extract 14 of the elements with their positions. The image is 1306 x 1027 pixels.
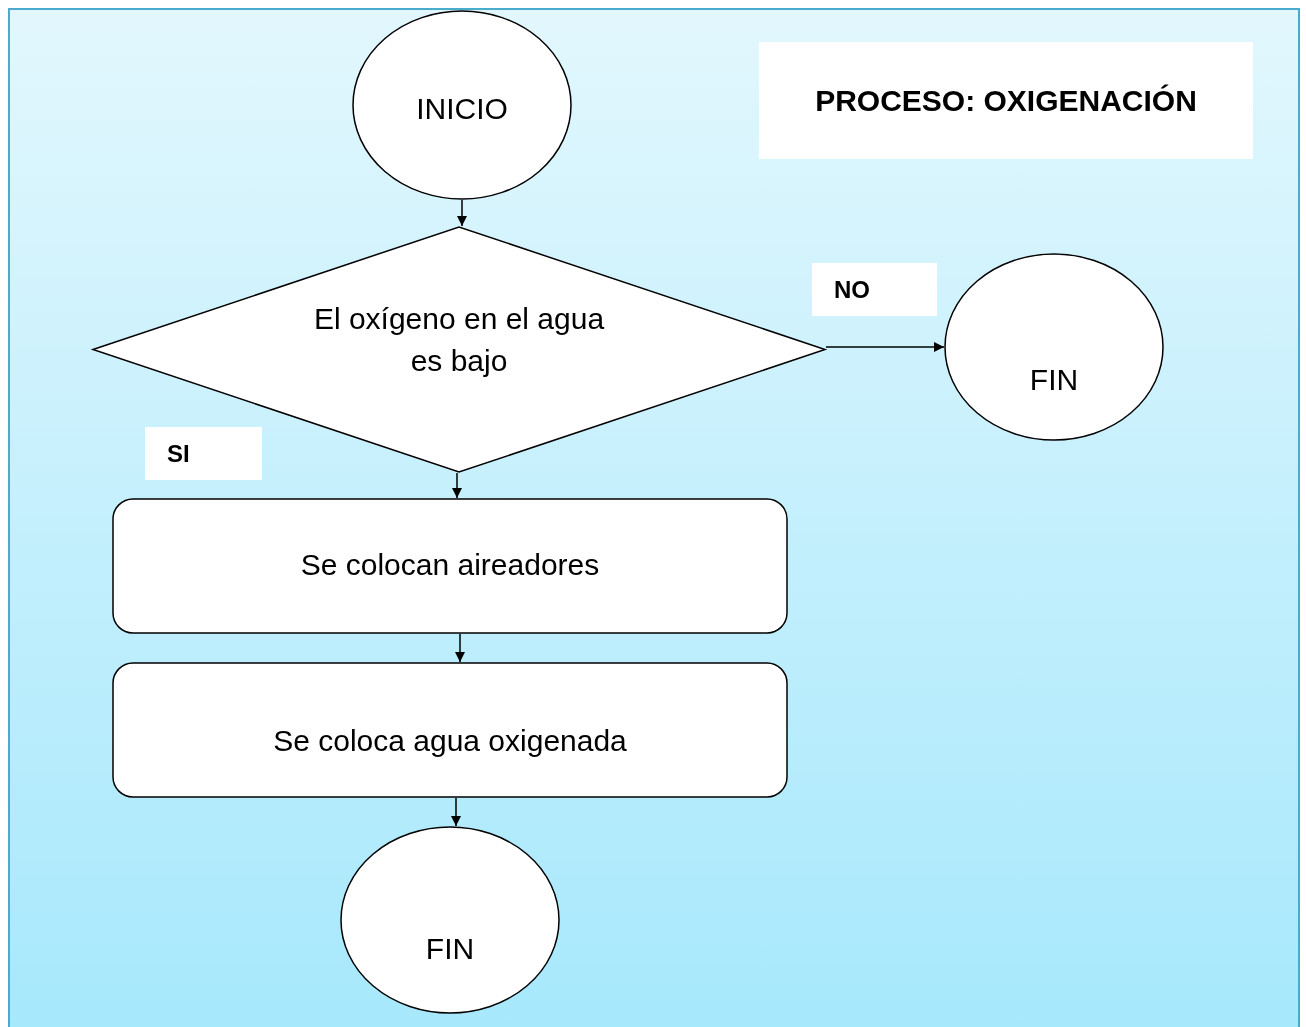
- node-label: FIN: [424, 931, 476, 967]
- arrow: [452, 472, 462, 499]
- node-label: Se colocan aireadores: [299, 547, 601, 583]
- title-heading: PROCESO: OXIGENACIÓN: [759, 42, 1253, 159]
- arrow: [451, 797, 461, 827]
- node-label: El oxígeno en el agua es bajo: [312, 301, 606, 379]
- arrow: [457, 199, 467, 227]
- arrow: [825, 342, 945, 352]
- node-label: INICIO: [415, 91, 509, 127]
- branch-label: SI: [145, 427, 262, 480]
- node-label: FIN: [1028, 362, 1080, 398]
- edge-label: NO: [812, 263, 937, 316]
- node-label: Se coloca agua oxigenada: [272, 723, 628, 759]
- arrow: [455, 633, 465, 663]
